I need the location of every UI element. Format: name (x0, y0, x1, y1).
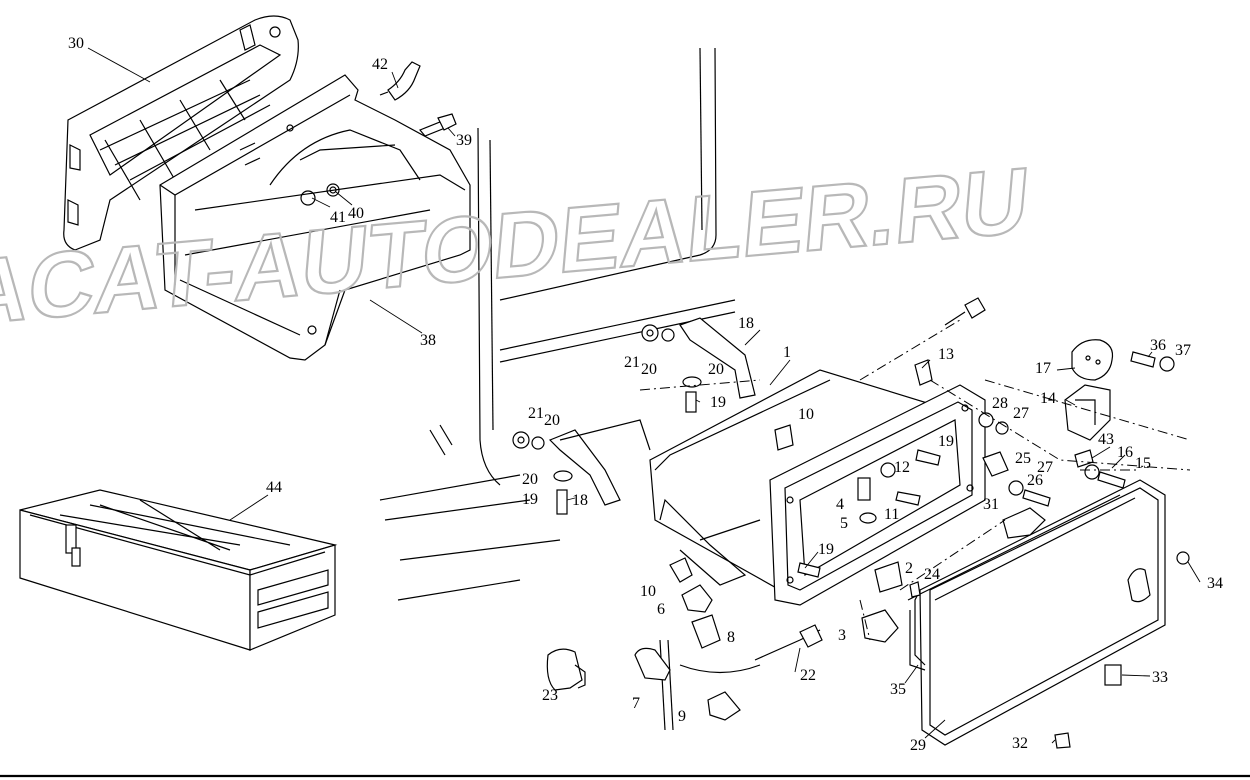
callout-9: 9 (678, 708, 686, 725)
callout-4: 4 (836, 496, 844, 513)
part-23-knob (546, 648, 586, 691)
part-7-rod (634, 639, 674, 731)
callout-38: 38 (420, 332, 436, 349)
callout-41: 41 (330, 209, 346, 226)
callout-19d: 19 (818, 541, 834, 558)
part-frame-opening (769, 384, 986, 606)
assembly-lines (639, 319, 1191, 641)
part-14-lock-bracket (1064, 384, 1111, 441)
part-39-bolt (419, 113, 457, 137)
part-38-storage-box (159, 74, 471, 361)
callout-44: 44 (266, 479, 282, 496)
part-9-clamp (707, 691, 741, 721)
callout-34: 34 (1207, 575, 1223, 592)
callout-8: 8 (727, 629, 735, 646)
callout-20d: 20 (522, 471, 538, 488)
part-13-clip (914, 359, 933, 386)
callout-19c: 19 (938, 433, 954, 450)
callout-36: 36 (1150, 337, 1166, 354)
part-8-clamp (691, 614, 721, 649)
part-44-tool-box (19, 489, 338, 651)
part-17-lock-cylinder (1071, 339, 1114, 381)
callout-30: 30 (68, 35, 84, 52)
part-30-side-cover-frame (63, 15, 299, 251)
callout-15: 15 (1135, 455, 1151, 472)
callout-40: 40 (348, 205, 364, 222)
callout-20c: 20 (544, 412, 560, 429)
part-35-seal (907, 494, 1121, 671)
callout-10b: 10 (640, 583, 656, 600)
part-31-hinge (1002, 507, 1046, 539)
callout-21b: 21 (528, 405, 544, 422)
callout-13: 13 (938, 346, 954, 363)
callout-6: 6 (657, 601, 665, 618)
part-24-nut (909, 581, 921, 598)
part-34-screw (1176, 551, 1190, 565)
part-22-cable (679, 624, 823, 674)
callout-20b: 20 (708, 361, 724, 378)
callout-11: 11 (884, 506, 899, 523)
callout-31: 31 (983, 496, 999, 513)
callout-27b: 27 (1037, 459, 1053, 476)
callout-2: 2 (905, 560, 913, 577)
callout-7: 7 (632, 695, 640, 712)
callout-labels: 1 2 3 4 5 6 7 8 9 10 10 11 12 13 14 15 1… (68, 35, 1223, 754)
part-32-screw (1054, 732, 1071, 749)
leader-lines (87, 47, 1201, 744)
cab-body-outline (379, 47, 736, 601)
callout-42: 42 (372, 56, 388, 73)
callout-5: 5 (840, 515, 848, 532)
callout-17: 17 (1035, 360, 1051, 377)
callout-18b: 18 (572, 492, 588, 509)
callout-29: 29 (910, 737, 926, 754)
callout-18a: 18 (738, 315, 754, 332)
callout-20a: 20 (641, 361, 657, 378)
callout-35: 35 (890, 681, 906, 698)
callout-3: 3 (838, 627, 846, 644)
part-3-latch (861, 609, 899, 643)
callout-26: 26 (1027, 472, 1043, 489)
part-18-bracket-lower (548, 419, 651, 506)
callout-21a: 21 (624, 354, 640, 371)
part-6-latch (681, 584, 713, 613)
part-29-door-panel (914, 479, 1166, 746)
callout-14: 14 (1040, 390, 1056, 407)
callout-1: 1 (783, 344, 791, 361)
callout-22: 22 (800, 667, 816, 684)
callout-10a: 10 (798, 406, 814, 423)
callout-23: 23 (542, 687, 558, 704)
watermark-text: ACAT-AUTODEALER.RU (0, 147, 1033, 345)
part-18-bracket-upper (679, 317, 756, 399)
callout-27a: 27 (1013, 405, 1029, 422)
callout-33: 33 (1152, 669, 1168, 686)
callout-37: 37 (1175, 342, 1191, 359)
callout-19b: 19 (522, 491, 538, 508)
callout-28: 28 (992, 395, 1008, 412)
callout-24: 24 (924, 566, 940, 583)
callout-39: 39 (456, 132, 472, 149)
callout-25: 25 (1015, 450, 1031, 467)
callout-32: 32 (1012, 735, 1028, 752)
callout-43: 43 (1098, 431, 1114, 448)
part-10-clip (669, 424, 794, 583)
part-2-plate (874, 561, 903, 593)
callout-19a: 19 (710, 394, 726, 411)
callout-12: 12 (894, 459, 910, 476)
callout-16: 16 (1117, 444, 1133, 461)
